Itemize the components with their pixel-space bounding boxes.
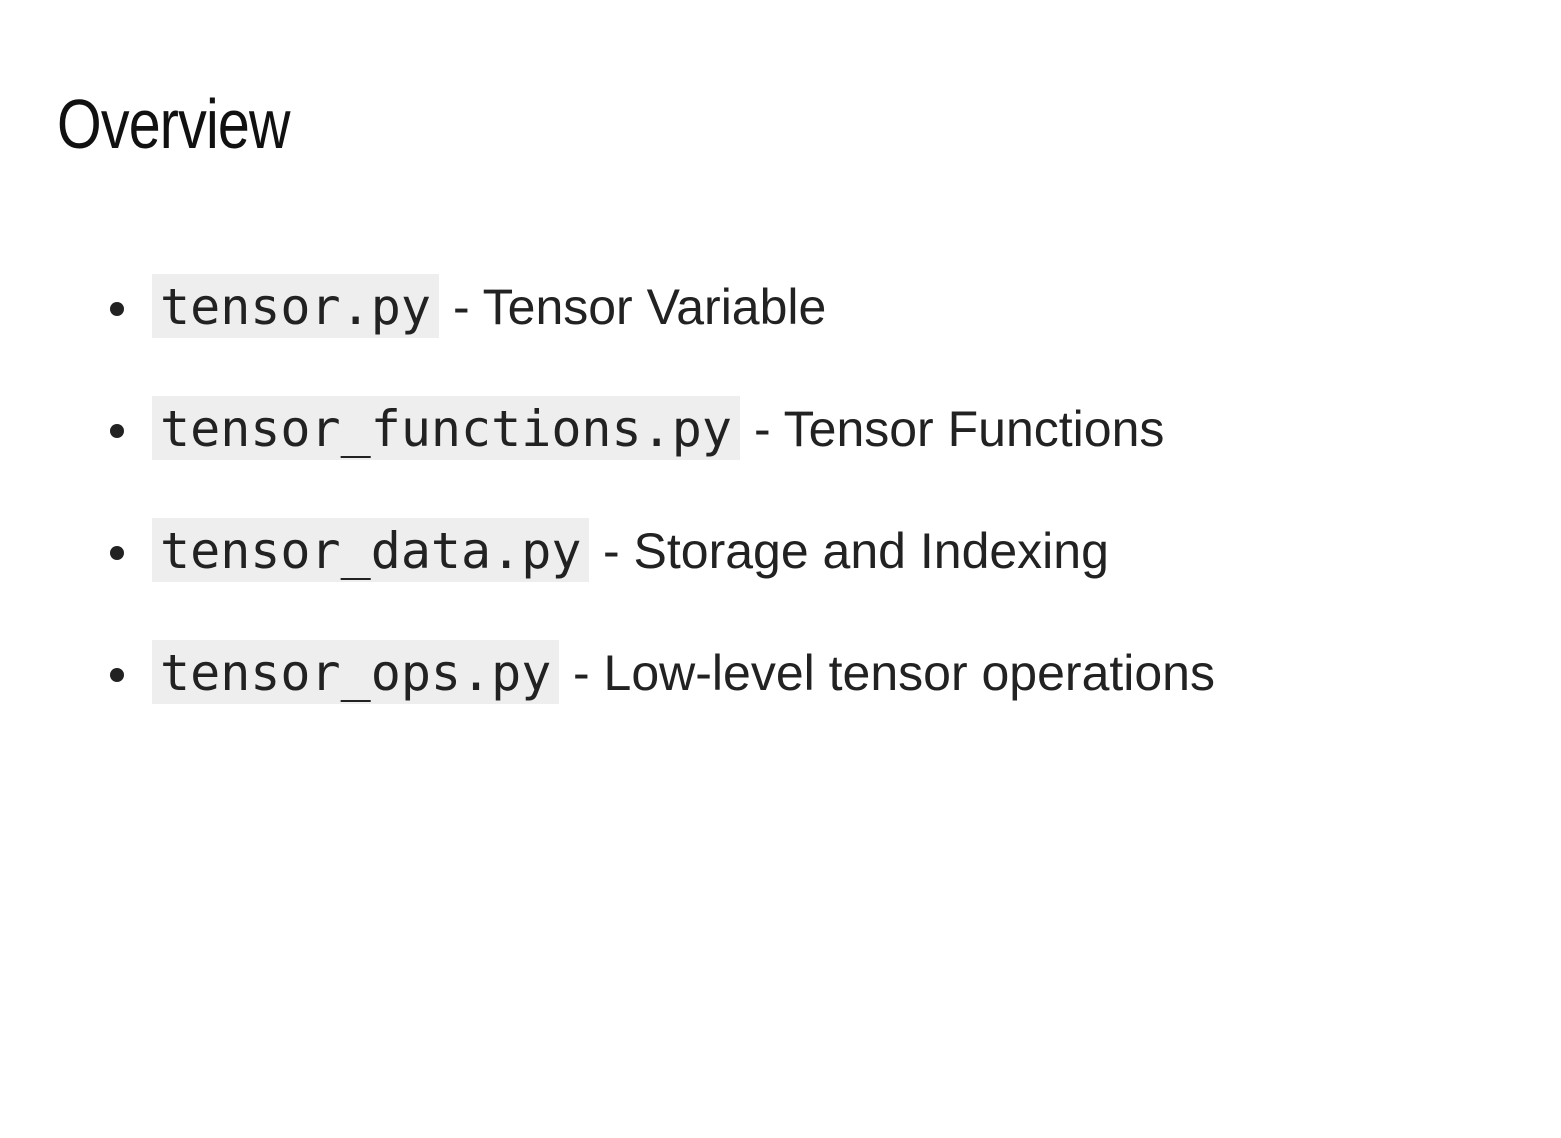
item-description: - Storage and Indexing — [603, 523, 1109, 579]
page-title: Overview — [57, 85, 290, 163]
item-description: - Tensor Functions — [754, 401, 1165, 457]
code-filename: tensor_ops.py — [152, 640, 560, 704]
bullet-icon — [110, 546, 124, 560]
bullet-icon — [110, 424, 124, 438]
code-filename: tensor.py — [152, 274, 439, 338]
item-description: - Low-level tensor operations — [573, 645, 1215, 701]
bullet-icon — [110, 668, 124, 682]
bullet-icon — [110, 302, 124, 316]
code-filename: tensor_data.py — [152, 518, 590, 582]
item-description: - Tensor Variable — [453, 279, 827, 335]
code-filename: tensor_functions.py — [152, 396, 740, 460]
